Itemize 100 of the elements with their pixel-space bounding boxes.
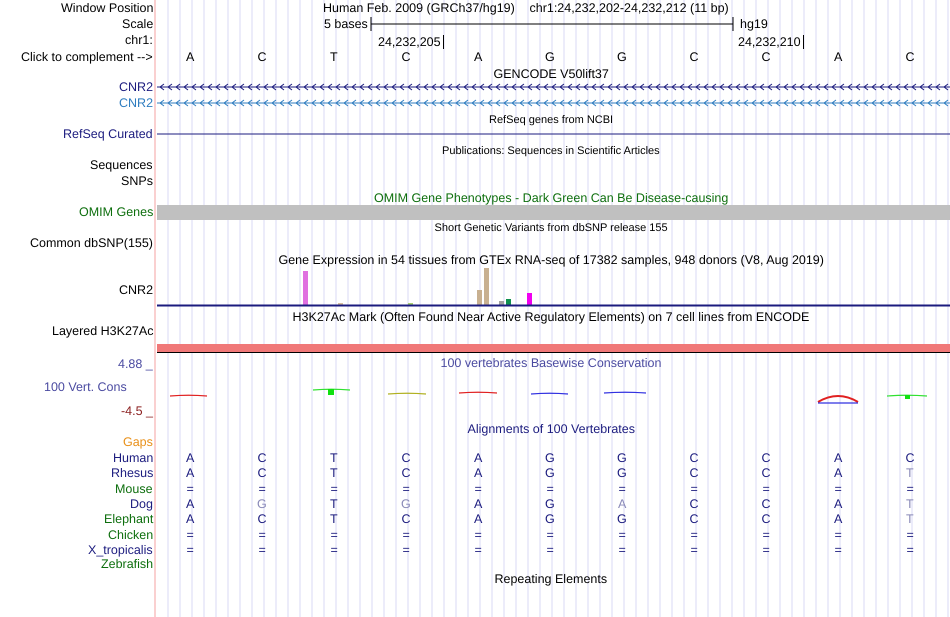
alignment-base: =	[330, 542, 338, 557]
alignment-base: G	[545, 451, 555, 465]
alignment-base: C	[762, 512, 771, 526]
alignment-base: A	[474, 512, 482, 526]
track-title: Repeating Elements	[494, 572, 608, 586]
alignment-base: C	[690, 512, 699, 526]
alignment-base: =	[186, 482, 194, 496]
alignment-base: =	[474, 528, 482, 542]
alignment-base: A	[186, 496, 194, 511]
base-letter: C	[690, 50, 699, 64]
track-label: 100 Vert. Cons	[44, 380, 127, 394]
base-letter: G	[545, 50, 555, 64]
alignment-base: C	[762, 466, 771, 480]
alignment-base: G	[545, 512, 555, 526]
alignment-base: =	[834, 482, 842, 496]
row-label: chr1:	[125, 33, 153, 47]
alignment-base: =	[402, 542, 410, 557]
alignment-base: C	[762, 451, 771, 465]
alignment-base: =	[618, 528, 626, 542]
alignment-base: =	[474, 542, 482, 557]
species-label: Human	[113, 451, 154, 465]
track-title: OMIM Gene Phenotypes - Dark Green Can Be Disease-causing	[374, 191, 728, 205]
base-letter: A	[474, 50, 482, 64]
alignment-base: A	[186, 466, 194, 480]
species-label: X_tropicalis	[88, 542, 153, 557]
alignment-base: =	[402, 482, 410, 496]
alignment-base: =	[618, 542, 626, 557]
alignment-base: =	[258, 482, 266, 496]
track-title: 100 vertebrates Basewise Conservation	[440, 356, 662, 370]
alignment-base: A	[834, 512, 842, 526]
track-title: GENCODE V50lift37	[494, 67, 609, 81]
axis-label: 4.88 _	[118, 357, 153, 371]
alignment-base: =	[546, 528, 554, 542]
alignment-base: G	[545, 496, 555, 511]
alignment-base: =	[906, 482, 914, 496]
alignment-base: G	[617, 512, 627, 526]
track-label: RefSeq Curated	[63, 127, 153, 141]
alignment-base: A	[474, 466, 482, 480]
alignment-base: =	[690, 482, 698, 496]
alignment-base: T	[906, 466, 914, 480]
row-label: Scale	[122, 17, 154, 31]
alignment-base: T	[906, 512, 914, 526]
alignment-base: =	[762, 528, 770, 542]
alignment-base: A	[474, 451, 482, 465]
alignment-base: G	[257, 496, 267, 511]
alignment-base: C	[690, 466, 699, 480]
alignment-base: =	[762, 482, 770, 496]
row-label: Window Position	[61, 1, 154, 15]
alignment-base: =	[330, 482, 338, 496]
alignment-base: C	[906, 451, 915, 465]
alignment-base: T	[330, 496, 338, 511]
alignment-base: A	[834, 496, 842, 511]
alignment-base: C	[402, 451, 411, 465]
track-label: OMIM Genes	[79, 205, 154, 219]
row-label: Click to complement -->	[21, 50, 153, 64]
track-label: CNR2	[119, 96, 154, 110]
alignment-base: T	[906, 496, 914, 511]
alignment-base: =	[402, 528, 410, 542]
track-title: Short Genetic Variants from dbSNP release 155	[434, 221, 668, 235]
alignment-base: =	[186, 542, 194, 557]
alignment-base: T	[330, 466, 338, 480]
track-label: CNR2	[119, 283, 154, 297]
alignment-base: C	[690, 451, 699, 465]
alignment-base: =	[834, 542, 842, 557]
alignment-base: =	[906, 542, 914, 557]
species-label: Dog	[130, 496, 153, 511]
assembly-label: hg19	[740, 17, 768, 31]
alignment-base: C	[258, 451, 267, 465]
alignment-base: G	[545, 466, 555, 480]
track-label: Gaps	[123, 435, 153, 449]
alignment-base: =	[546, 482, 554, 496]
alignment-base: A	[834, 466, 842, 480]
alignment-base: C	[258, 512, 267, 526]
alignment-base: G	[401, 496, 411, 511]
track-title: Publications: Sequences in Scientific Articles	[442, 144, 660, 158]
alignment-base: A	[618, 496, 626, 511]
track-label: CNR2	[119, 80, 154, 94]
alignment-base: T	[330, 451, 338, 465]
track-title: Alignments of 100 Vertebrates	[468, 422, 635, 436]
alignment-base: =	[906, 528, 914, 542]
alignment-base: G	[617, 466, 627, 480]
alignment-base: A	[186, 451, 194, 465]
track-title: RefSeq genes from NCBI	[489, 113, 614, 127]
base-letter: T	[330, 50, 338, 64]
coordinate-label: 24,232,205	[378, 35, 441, 49]
track-label: SNPs	[121, 174, 153, 188]
base-letter: A	[834, 50, 842, 64]
scale-label: 5 bases	[324, 17, 368, 31]
alignment-base: C	[402, 466, 411, 480]
axis-label: -4.5 _	[121, 404, 153, 418]
track-title: H3K27Ac Mark (Often Found Near Active Regulatory Elements) on 7 cell lines from ENCODE	[292, 310, 810, 324]
track-label: Sequences	[90, 158, 153, 172]
alignment-base: =	[546, 542, 554, 557]
alignment-base: T	[330, 512, 338, 526]
base-letter: C	[258, 50, 267, 64]
alignment-base: =	[330, 528, 338, 542]
track-label: Layered H3K27Ac	[52, 324, 154, 338]
base-letter: A	[186, 50, 194, 64]
assembly-label: Human Feb. 2009 (GRCh37/hg19)	[323, 1, 515, 15]
alignment-base: =	[186, 528, 194, 542]
